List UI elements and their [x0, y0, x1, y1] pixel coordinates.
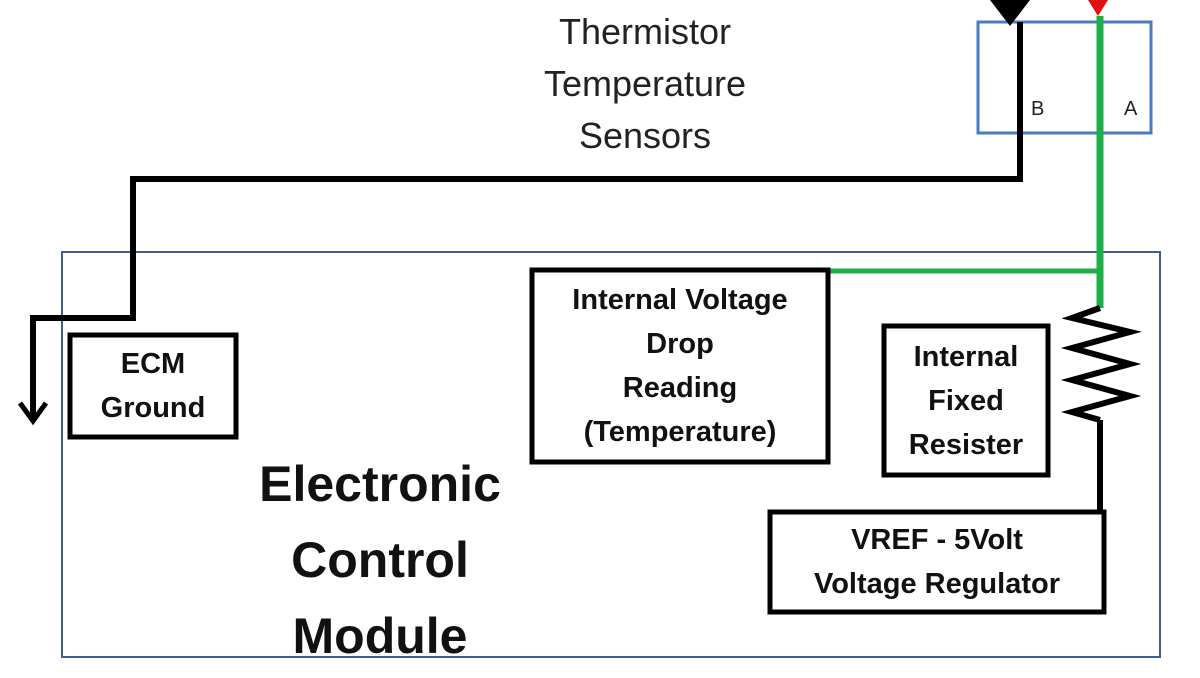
ecm-ground-line: ECM [120, 348, 186, 380]
ground-arrow-head [17, 401, 49, 426]
voltage-drop-line: Reading [622, 372, 738, 404]
sensor-title-line: Temperature [543, 63, 747, 104]
resistor-symbol [1060, 305, 1142, 423]
voltage-drop-line: Internal Voltage [572, 284, 788, 316]
vref-line: Voltage Regulator [814, 568, 1060, 600]
module-title-line: Control [291, 532, 469, 588]
voltage-drop-line: Drop [646, 328, 714, 360]
fixed-resister-line: Resister [908, 428, 1024, 461]
module-border [61, 251, 1161, 658]
sensor-title-line: Sensors [578, 115, 712, 156]
pin-b-marker [990, 0, 1030, 26]
vref-box [767, 509, 1107, 615]
ecm-ground-label: ECM Ground [72, 337, 234, 435]
sensor-title-line: Thermistor [558, 11, 732, 52]
fixed-resister-label: Internal Fixed Resister [886, 328, 1046, 473]
fixed-resister-line: Internal [913, 340, 1019, 373]
module-title-line: Electronic [259, 456, 501, 512]
voltage-drop-line: (Temperature) [583, 416, 777, 448]
sensor-box [976, 20, 1153, 135]
fixed-resister-box [881, 323, 1051, 478]
fixed-resister-line: Fixed [928, 384, 1004, 417]
voltage-drop-label: Internal Voltage Drop Reading (Temperatu… [534, 272, 826, 460]
sensor-title: Thermistor Temperature Sensors [470, 6, 820, 162]
pin-a-marker [1088, 0, 1108, 16]
pin-a-label: A [1124, 98, 1138, 120]
voltage-drop-box [529, 267, 831, 465]
ground-wire [30, 22, 1023, 418]
ecm-ground-line: Ground [100, 392, 206, 424]
vref-line: VREF - 5Volt [851, 524, 1023, 556]
pin-b-label: B [1031, 98, 1045, 120]
ecm-ground-box [67, 332, 239, 440]
module-title: Electronic Control Module [215, 446, 545, 674]
module-title-line: Module [292, 608, 468, 664]
vref-label: VREF - 5Volt Voltage Regulator [772, 514, 1102, 610]
